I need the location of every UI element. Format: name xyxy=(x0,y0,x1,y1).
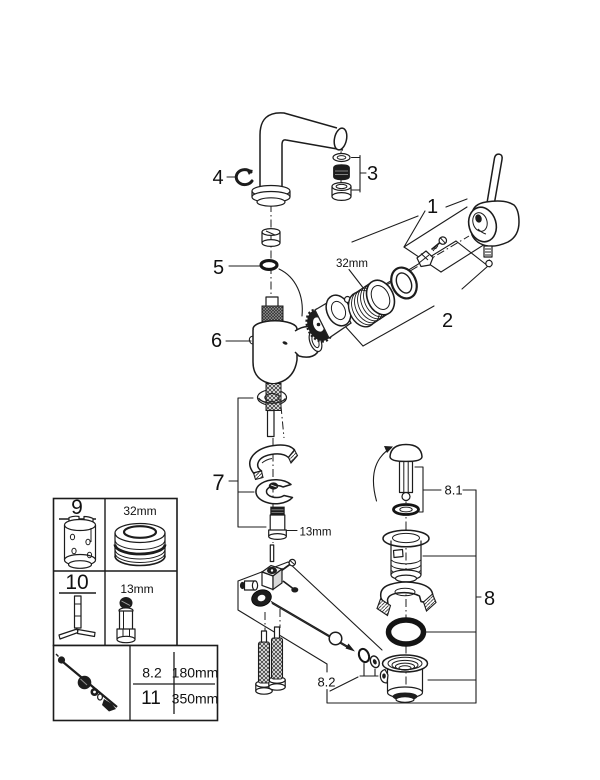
hose-left xyxy=(257,641,271,684)
handle-assembly xyxy=(467,153,520,268)
faucet-body xyxy=(225,296,323,385)
table-rod-number: 11 xyxy=(141,688,161,709)
callout-part3: 3 xyxy=(367,163,378,185)
lift-rod-guide-tube xyxy=(266,409,275,438)
spout-o-ring xyxy=(228,259,303,317)
callout-part4: 4 xyxy=(212,167,223,189)
callout-13mm: 13mm xyxy=(300,527,332,539)
callout-part8-1: 8.1 xyxy=(445,483,463,498)
drain-o-ring xyxy=(385,617,477,647)
pivot-ball xyxy=(328,631,343,646)
callout-part1: 1 xyxy=(427,196,438,218)
cartridge-nut-32mm xyxy=(347,268,396,328)
cartridge xyxy=(305,294,352,343)
drain-plug-8-1 xyxy=(372,443,477,516)
pull-rod-drawing xyxy=(55,653,118,712)
mounting-shank xyxy=(256,383,288,438)
handle-adapter-nut xyxy=(416,250,434,268)
callout-part8: 8 xyxy=(484,588,495,610)
callout-part6: 6 xyxy=(211,330,222,352)
table-rod-length-long: 350mm xyxy=(172,691,219,707)
table-rod-ref: 8.2 xyxy=(142,665,162,681)
handle-screw xyxy=(430,236,448,252)
pop-up-linkage-assembly xyxy=(239,558,380,692)
cartridge-trim-ring xyxy=(390,266,418,300)
handle-lever xyxy=(484,153,503,215)
table-32mm-size: 32mm xyxy=(123,504,156,518)
callout-part2: 2 xyxy=(442,310,453,332)
drain-clamp xyxy=(376,581,437,617)
table-13mm-size: 13mm xyxy=(120,582,153,596)
table-tool9-number: 9 xyxy=(71,496,83,519)
drain-flange xyxy=(382,529,477,583)
callout-part7: 7 xyxy=(212,470,224,495)
supply-hoses xyxy=(255,626,286,695)
aerator-stack xyxy=(331,152,367,202)
table-rod-length-short: 180mm xyxy=(172,665,219,681)
spout-retaining-clip xyxy=(226,168,254,187)
tool-13mm-socket-drawing xyxy=(116,597,136,644)
hose-right xyxy=(270,637,284,680)
mounting-set-bracket xyxy=(228,397,267,528)
drain-set-bracket xyxy=(475,489,482,704)
handle-grub-screw xyxy=(483,245,493,258)
handle-screw-cap xyxy=(485,259,493,268)
linkage-pin xyxy=(269,544,275,563)
table-tool10-number: 10 xyxy=(65,571,88,594)
callout-part8-2: 8.2 xyxy=(317,675,335,690)
tool9-sleeve-drawing xyxy=(63,515,97,569)
callout-32mm: 32mm xyxy=(336,258,368,270)
mounting-wedge-clamp xyxy=(249,444,299,481)
drain-basket xyxy=(379,654,477,703)
tool10-key-drawing xyxy=(58,595,96,640)
tool-32mm-nut-drawing xyxy=(113,522,167,567)
tools-table: 9 32mm 10 xyxy=(52,496,219,722)
mounting-stud xyxy=(268,506,298,540)
callout-part5: 5 xyxy=(213,257,224,279)
spout-bushing xyxy=(261,228,281,248)
horseshoe-washer xyxy=(255,478,294,505)
spout xyxy=(251,112,348,207)
spout-outlet-end xyxy=(333,127,348,151)
linkage-bracket xyxy=(326,663,477,704)
